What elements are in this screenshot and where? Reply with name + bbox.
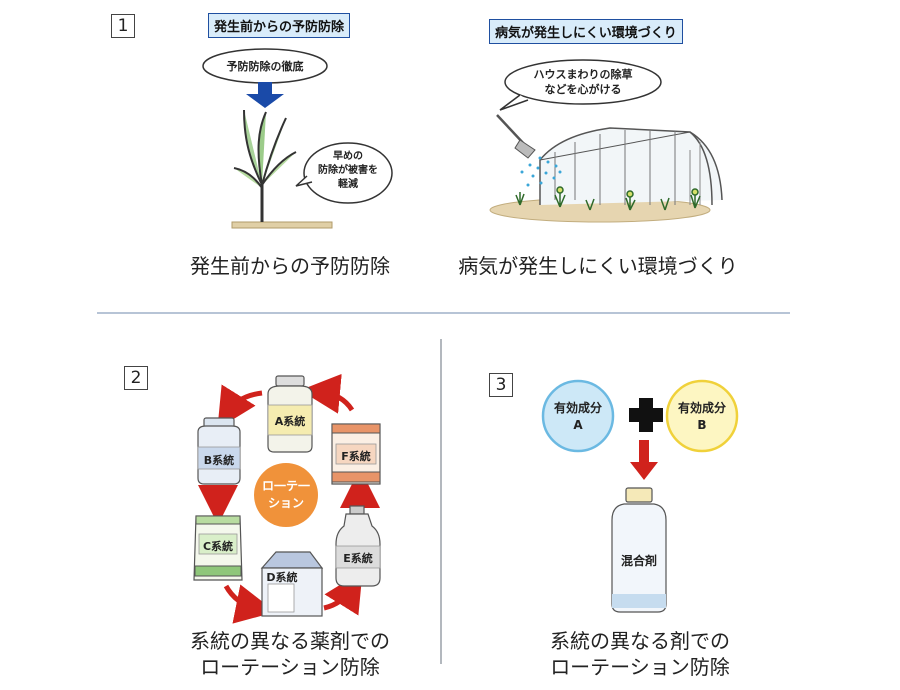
caption-prevention: 発生前からの予防防除 bbox=[190, 254, 390, 278]
bubble-side bbox=[303, 142, 393, 204]
caption-mix-line-1: 系統の異なる剤での bbox=[550, 629, 730, 653]
bubble-weeding-text: ハウスまわりの除草 などを心がける bbox=[512, 67, 654, 97]
rotation-label: ロ一テ一 ション bbox=[254, 478, 318, 512]
rotation-label-line-1: ロ一テ一 bbox=[261, 479, 310, 493]
red-arrow-head bbox=[630, 462, 658, 480]
label-d: D系統 bbox=[266, 571, 298, 584]
rotation-circle bbox=[254, 463, 318, 527]
circle-ingredient-b bbox=[665, 379, 739, 453]
bottle-a bbox=[267, 375, 313, 453]
bag-c bbox=[193, 515, 243, 581]
ingredient-b-line-2: B bbox=[697, 418, 707, 432]
caption-rotation-line-2: ローテーション防除 bbox=[200, 655, 380, 679]
mix-diagram bbox=[541, 379, 739, 613]
plant-illustration bbox=[202, 48, 393, 229]
bag-f bbox=[331, 423, 381, 485]
bubble-weeding bbox=[504, 59, 662, 105]
ingredient-a-text: 有効成分 A bbox=[543, 400, 613, 434]
carton-d bbox=[260, 551, 324, 617]
bubble-top-text: 予防防除の徹底 bbox=[226, 60, 304, 73]
ingredient-b-line-1: 有効成分 bbox=[677, 401, 726, 415]
section-1-number: 1 bbox=[111, 14, 135, 38]
prevention-tag: 発生前からの予防防除 bbox=[208, 13, 351, 38]
ingredient-a-line-2: A bbox=[573, 418, 583, 432]
caption-rotation-line-1: 系統の異なる薬剤での bbox=[190, 629, 390, 653]
caption-rotation: 系統の異なる薬剤での ローテーション防除 bbox=[150, 628, 430, 680]
caption-environment: 病気が発生しにくい環境づくり bbox=[458, 254, 738, 278]
label-b: B系統 bbox=[203, 454, 235, 467]
red-arrow-shaft bbox=[639, 440, 649, 464]
bubble-weeding-line-1: ハウスまわりの除草 bbox=[533, 68, 633, 81]
label-a: A系統 bbox=[274, 415, 306, 428]
arrow-c-to-d bbox=[223, 584, 276, 624]
environment-tag: 病気が発生しにくい環境づくり bbox=[489, 19, 683, 44]
blue-arrow-head bbox=[246, 94, 284, 108]
rotation-diagram bbox=[193, 373, 381, 624]
arrow-d-to-e bbox=[323, 571, 363, 616]
ingredient-a-line-1: 有効成分 bbox=[553, 401, 602, 415]
section-2-number: 2 bbox=[124, 366, 148, 390]
mix-bottle-cap bbox=[625, 487, 653, 503]
plus-vertical bbox=[639, 398, 653, 432]
label-e: E系統 bbox=[343, 552, 373, 565]
circle-ingredient-a bbox=[541, 379, 615, 453]
blue-arrow-shaft bbox=[258, 82, 272, 96]
greenhouse-illustration bbox=[489, 59, 723, 223]
bubble-side-line-1: 早めの bbox=[333, 151, 363, 162]
label-c: C系統 bbox=[202, 540, 234, 553]
caption-mix: 系統の異なる剤での ローテーション防除 bbox=[500, 628, 780, 680]
section-3-number: 3 bbox=[489, 373, 513, 397]
caption-mix-line-2: ローテーション防除 bbox=[550, 655, 730, 679]
ingredient-b-text: 有効成分 B bbox=[667, 400, 737, 434]
label-f: F系統 bbox=[341, 450, 371, 463]
mix-bottle-label: 混合剤 bbox=[620, 554, 657, 568]
arrow-a-to-b bbox=[217, 384, 263, 429]
ground bbox=[231, 221, 333, 229]
bottle-e bbox=[335, 505, 381, 587]
bottle-b bbox=[197, 417, 241, 485]
bubble-side-text: 早めの 防除が被害を 軽減 bbox=[308, 150, 388, 192]
bubble-side-line-2: 防除が被害を bbox=[318, 165, 378, 176]
bubble-weeding-line-2: などを心がける bbox=[544, 83, 622, 96]
rotation-label-line-2: ション bbox=[267, 496, 304, 510]
bubble-side-line-3: 軽減 bbox=[338, 179, 358, 190]
arrow-f-to-a bbox=[300, 373, 355, 414]
